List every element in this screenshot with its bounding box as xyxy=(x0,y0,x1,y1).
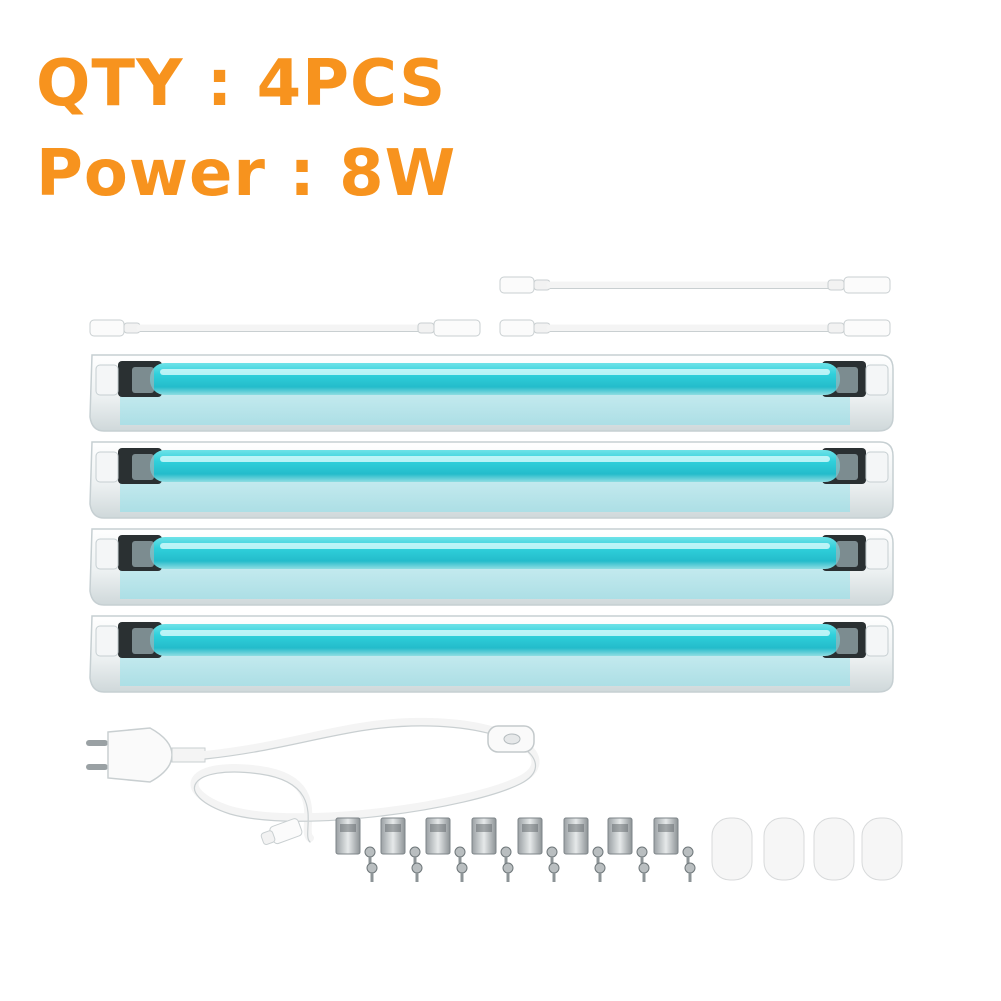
connector-cable xyxy=(90,320,480,336)
power-cord xyxy=(86,717,540,845)
uv-lamp xyxy=(89,441,894,519)
qty-label: QTY : 4PCS xyxy=(36,47,447,121)
power-label: Power : 8W xyxy=(36,137,457,211)
uv-lamp xyxy=(89,615,894,693)
connector-cable xyxy=(500,320,890,336)
adhesive-pads xyxy=(711,817,903,881)
inline-switch xyxy=(487,725,535,753)
uv-lamp xyxy=(89,528,894,606)
connector-cable xyxy=(500,277,890,293)
uv-lamp xyxy=(89,354,894,432)
